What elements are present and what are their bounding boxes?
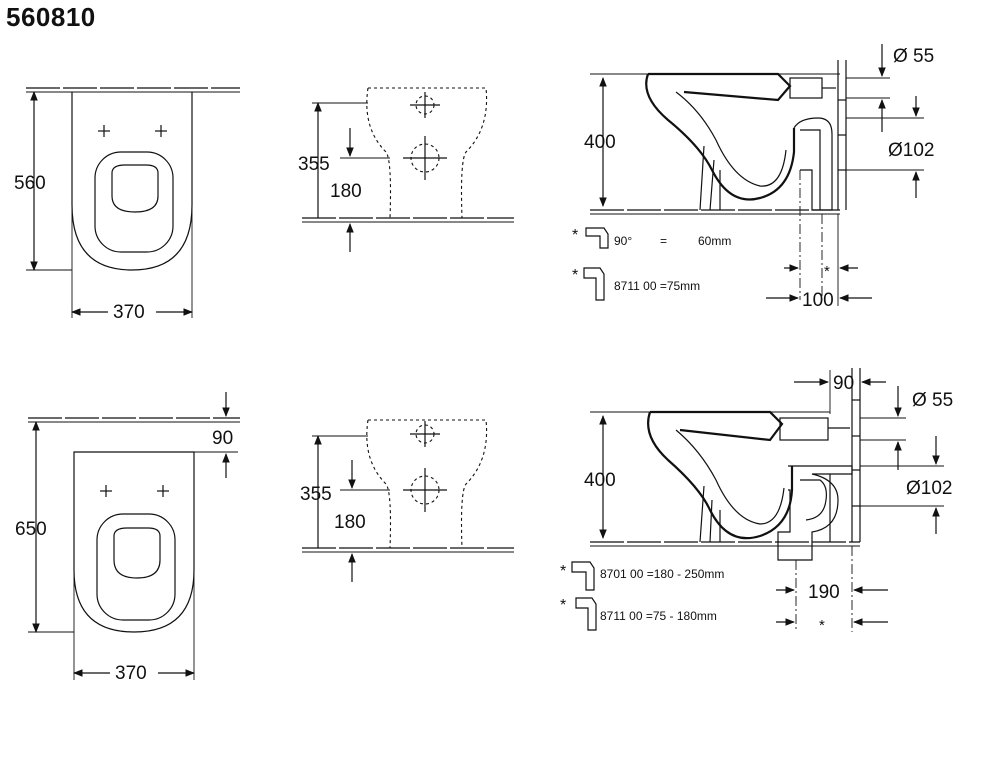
top-view-lower: 90 650 370	[15, 392, 240, 684]
inlet-icon	[410, 92, 440, 118]
side-view-lower: 400 90 Ø 55 Ø102 190 * * 8701 00 =180 - …	[560, 368, 953, 634]
note-mark: *	[560, 597, 566, 614]
elbow-90-icon	[585, 227, 609, 249]
outlet-icon	[403, 136, 447, 180]
dimension-offset: 190	[808, 582, 840, 603]
note-2-text: 8711 00 =75mm	[614, 279, 700, 293]
dimension-setback: 90	[833, 373, 854, 394]
connector-icon	[571, 561, 595, 591]
side-view-upper: 400 Ø 55 Ø102 * 100 * 90° = 60mm * 8711 …	[572, 44, 934, 311]
offset-asterisk: *	[824, 263, 830, 280]
note-mark: *	[572, 267, 578, 284]
connector-icon	[583, 267, 605, 301]
dimension-diameter-large: Ø102	[906, 478, 952, 499]
dimension-setback: 90	[212, 428, 233, 449]
front-view-upper: 355 180	[298, 87, 514, 252]
mounting-hole-icon	[155, 125, 167, 137]
note-2-text: 8711 00 =75 - 180mm	[600, 609, 717, 623]
mounting-hole-icon	[157, 485, 169, 497]
outlet-icon	[403, 468, 447, 512]
dimension-diameter-small: Ø 55	[893, 46, 934, 67]
dimension-height: 400	[584, 470, 616, 491]
note-1-value: 60mm	[698, 234, 731, 248]
dimension-depth: 560	[14, 173, 46, 194]
note-1-text: 90°	[614, 234, 632, 248]
dimension-diameter-small: Ø 55	[912, 390, 953, 411]
dimension-offset: 100	[802, 290, 834, 311]
dimension-height-inner: 180	[334, 512, 366, 533]
top-view-upper: 560 370	[14, 87, 240, 323]
note-mark: *	[560, 563, 566, 580]
dimension-width: 370	[113, 302, 145, 323]
dimension-depth: 650	[15, 519, 47, 540]
front-view-lower: 355 180	[300, 419, 514, 582]
dimension-height-outer: 355	[298, 154, 330, 175]
note-1-eq: =	[660, 234, 667, 248]
dimension-width: 370	[115, 663, 147, 684]
offset-asterisk: *	[819, 617, 825, 634]
note-1-text: 8701 00 =180 - 250mm	[600, 567, 724, 581]
dimension-height-inner: 180	[330, 181, 362, 202]
dimension-height: 400	[584, 132, 616, 153]
mounting-hole-icon	[100, 485, 112, 497]
connector-icon	[575, 597, 597, 631]
dimension-diameter-large: Ø102	[888, 140, 934, 161]
model-number: 560810	[6, 2, 96, 32]
dimension-height-outer: 355	[300, 484, 332, 505]
inlet-icon	[410, 421, 440, 447]
mounting-hole-icon	[98, 125, 110, 137]
note-mark: *	[572, 227, 578, 244]
